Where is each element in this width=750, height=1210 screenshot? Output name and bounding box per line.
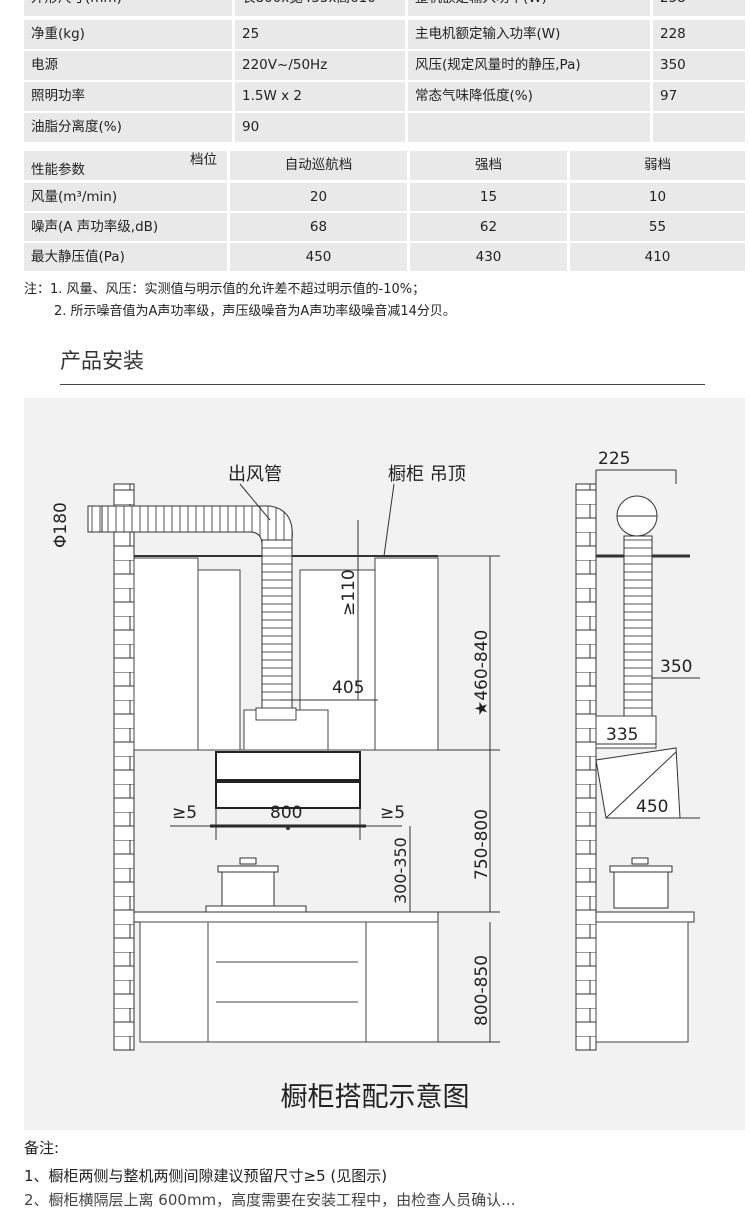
perf-cell: 15 [410,183,567,211]
spec-cell: 1.5W x 2 [235,82,405,111]
spec-table: 外形尺寸(mm)长800x宽455x高610整机额定输入功率(W)258 净重(k… [24,0,745,142]
spec-cell: 25 [235,20,405,49]
dim-gap-right: ≥5 [380,803,405,823]
front-cooking-pot [221,867,275,909]
remark-item-1: 1、橱柜两侧与整机两侧间隙建议预留尺寸≥5 (见图示) [24,1167,388,1185]
dim-350: 350 [660,657,692,677]
spec-cell [653,113,745,142]
spec-cell: 常态气味降低度(%) [408,82,650,111]
spec-cell: 220V~/50Hz [235,51,405,80]
dim-gap-left: ≥5 [172,803,197,823]
spec-cell: 照明功率 [24,82,232,111]
label-exhaust-duct: 出风管 [228,464,282,485]
perf-row-label: 最大静压值(Pa) [24,243,227,271]
dim-450: 450 [636,797,668,817]
spec-cell: 228 [653,20,745,49]
spec-cell: 电源 [24,51,232,80]
front-view [87,483,500,1051]
side-base-cabinet [595,921,689,1043]
dim-750-800: 750-800 [472,809,492,880]
spec-cell: 350 [653,51,745,80]
perf-cell: 68 [230,213,407,241]
spec-cell: 净重(kg) [24,20,232,49]
perf-cell: 410 [570,243,745,271]
dim-diameter: Φ180 [51,502,71,548]
base-cabinet [139,921,439,1043]
dim-460-840: ★460-840 [472,630,492,716]
perf-header-gear: 档位 [190,152,217,168]
side-brick-wall [575,483,597,1051]
perf-cell: 62 [410,213,567,241]
perf-header-gear-0: 自动巡航档 [230,151,407,180]
dim-800: 800 [270,803,302,823]
perf-cell: 55 [570,213,745,241]
wall-cabinet-left [133,557,199,751]
spec-cell: 外形尺寸(mm) [24,0,232,16]
spec-cell: 油脂分离度(%) [24,113,232,142]
perf-cell: 430 [410,243,567,271]
spec-cell: 长800x宽455x高610 [235,0,405,16]
spec-cell: 风压(规定风量时的静压,Pa) [408,51,650,80]
spec-cell: 整机额定输入功率(W) [408,0,650,16]
note-line-1: 注：1. 风量、风压：实测值与明示值的允许差不超过明示值的-10%； [24,282,426,297]
spec-cell [408,113,650,142]
perf-row-label: 风量(m³/min) [24,183,227,211]
front-brick-wall [113,483,135,1051]
wall-cabinet-mid-left [197,569,241,751]
dim-300-350: 300-350 [391,837,410,904]
remarks-title: 备注: [24,1139,60,1157]
dim-800-850: 800-850 [472,955,492,1026]
note-line-2: 2. 所示噪音值为A声功率级，声压级噪音为A声功率级噪音减14分贝。 [54,304,456,319]
label-cabinet-ceiling: 橱柜 吊顶 [388,464,466,485]
dim-225: 225 [598,449,630,469]
remark-item-2: 2、橱柜横隔层上离 600mm，高度需要在安装工程中，由检查人员确认... [24,1191,516,1209]
dim-405: 405 [332,678,364,698]
side-cooking-pot [613,867,669,909]
perf-header-gear-1: 强档 [410,151,567,180]
hood-body [215,751,361,781]
countertop [133,911,439,923]
perf-header-param: 性能参数 [31,162,85,178]
side-vertical-duct [623,535,653,717]
section-title: 产品安装 [60,349,144,373]
wall-cabinet-right [374,557,439,751]
side-view [575,469,700,1051]
perf-cell: 450 [230,243,407,271]
spec-cell: 258 [653,0,745,16]
dim-min-110: ≥110 [339,569,359,616]
spec-cell: 主电机额定输入功率(W) [408,20,650,49]
spec-cell: 97 [653,82,745,111]
diagram-caption: 橱柜搭配示意图 [280,1082,470,1113]
dim-335: 335 [606,725,638,745]
side-countertop [595,911,695,923]
spec-cell: 90 [235,113,405,142]
exhaust-duct-vertical [261,539,293,711]
perf-cell: 10 [570,183,745,211]
section-divider [60,384,705,385]
perf-cell: 20 [230,183,407,211]
perf-header-gear-2: 弱档 [570,151,745,180]
perf-row-label: 噪声(A 声功率级,dB) [24,213,227,241]
perf-header-param-gear: 档位性能参数 [24,151,227,180]
